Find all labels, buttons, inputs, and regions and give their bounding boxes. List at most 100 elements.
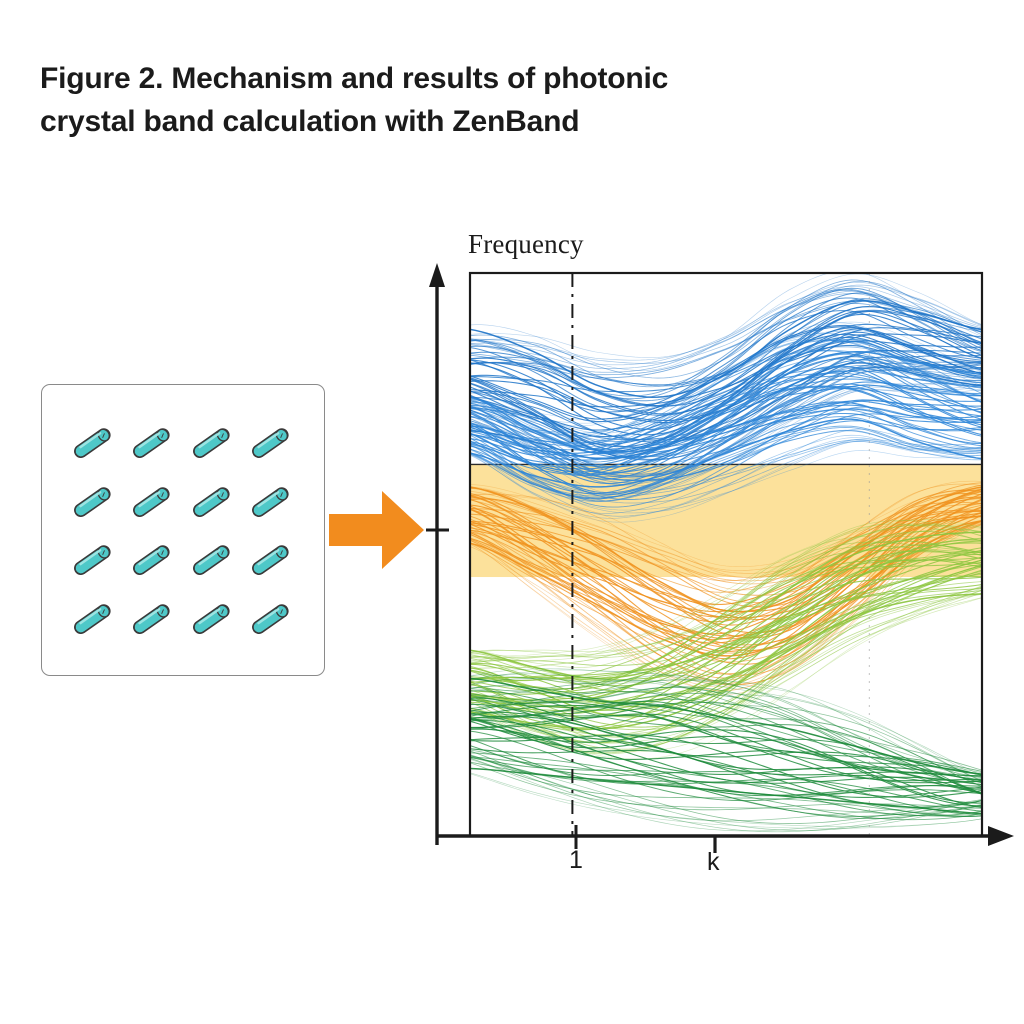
upper-bands-blue-lower-branch xyxy=(470,321,982,523)
band-curve xyxy=(470,383,982,494)
band-curve xyxy=(470,285,982,366)
band-envelope xyxy=(470,418,982,488)
band-curve xyxy=(470,339,982,438)
band-curve xyxy=(470,773,982,829)
band-curve xyxy=(470,322,982,434)
band-curve xyxy=(470,699,982,791)
band-curve xyxy=(470,273,982,358)
band-curve xyxy=(470,330,982,427)
band-curve xyxy=(470,525,982,662)
band-curve xyxy=(470,310,982,430)
band-curve xyxy=(470,668,982,778)
band-curve xyxy=(470,385,982,473)
band-curve xyxy=(470,310,982,413)
band-curve xyxy=(470,713,982,784)
crystal-rod-icon xyxy=(248,418,296,466)
band-curve xyxy=(470,754,982,822)
band-curve xyxy=(470,537,982,682)
band-curve xyxy=(470,413,982,481)
band-curve xyxy=(470,669,982,776)
band-curve xyxy=(470,701,982,776)
band-curve xyxy=(470,297,982,412)
band-curve xyxy=(470,480,982,579)
lower-bands-dark-green xyxy=(470,668,982,833)
band-curve xyxy=(470,545,982,682)
crystal-rod-icon xyxy=(189,535,237,583)
band-curve xyxy=(470,487,982,574)
photonic-band-structure-chart xyxy=(420,225,1020,895)
crystal-rod-icon xyxy=(129,477,177,525)
band-curve xyxy=(470,586,982,731)
band-curve xyxy=(470,366,982,447)
band-curve xyxy=(470,718,982,804)
band-curve xyxy=(470,488,982,578)
band-curve xyxy=(470,749,982,824)
band-envelope xyxy=(470,593,982,730)
band-curve xyxy=(470,523,982,658)
page-title-line-2: crystal band calculation with ZenBand xyxy=(40,104,580,138)
band-curve xyxy=(470,539,982,681)
page-title-line-1: Figure 2. Mechanism and results of photo… xyxy=(40,62,669,95)
photonic-crystal-lattice-panel xyxy=(41,384,325,676)
band-curve xyxy=(470,346,982,436)
band-curve xyxy=(470,359,982,459)
band-curve xyxy=(470,323,982,393)
crystal-rod-icon xyxy=(248,535,296,583)
band-curve xyxy=(470,680,982,771)
band-envelope xyxy=(470,531,982,680)
band-curve xyxy=(470,588,982,760)
band-curve xyxy=(470,674,982,782)
band-curve xyxy=(470,300,982,376)
crystal-rod-icon xyxy=(129,418,177,466)
band-curve xyxy=(470,541,982,679)
band-curve xyxy=(470,399,982,459)
band-curve xyxy=(470,441,982,523)
band-curve xyxy=(470,720,982,807)
band-curve xyxy=(470,570,982,731)
band-curve xyxy=(470,522,982,658)
band-curve xyxy=(470,378,982,451)
band-curve xyxy=(470,581,982,750)
band-curve xyxy=(470,719,982,786)
band-curve xyxy=(470,715,982,782)
band-curve xyxy=(470,339,982,442)
band-curve xyxy=(470,550,982,690)
band-curve xyxy=(470,745,982,815)
band-curve xyxy=(470,674,982,773)
crystal-rod-icon xyxy=(248,477,296,525)
band-curve xyxy=(470,590,982,737)
band-curve xyxy=(470,387,982,457)
band-curve xyxy=(470,490,982,585)
band-curve xyxy=(470,280,982,379)
band-curve xyxy=(470,757,982,831)
band-curve xyxy=(470,549,982,695)
band-curve xyxy=(470,686,982,778)
band-curve xyxy=(470,736,982,798)
band-envelope xyxy=(470,299,982,398)
band-curve xyxy=(470,281,982,361)
crystal-rod-icon xyxy=(70,594,118,642)
band-curve xyxy=(470,439,982,495)
y-axis-label: Frequency xyxy=(468,229,584,259)
band-curve xyxy=(470,483,982,591)
band-curve xyxy=(470,333,982,444)
crystal-rod-icon xyxy=(70,535,118,583)
lattice-rod-grid xyxy=(42,385,324,675)
band-curve xyxy=(470,330,982,424)
crystal-rod-icon xyxy=(129,535,177,583)
band-curve xyxy=(470,437,982,519)
band-curve xyxy=(470,530,982,666)
band-curve xyxy=(470,711,982,784)
lower-bands-light-green xyxy=(470,519,982,760)
band-curve xyxy=(470,493,982,626)
band-curve xyxy=(470,486,982,571)
band-curve xyxy=(470,528,982,670)
band-curve xyxy=(470,364,982,478)
band-curve xyxy=(470,576,982,718)
band-curve xyxy=(470,309,982,407)
band-curve xyxy=(470,493,982,621)
band-curve xyxy=(470,486,982,582)
crystal-rod-icon xyxy=(189,477,237,525)
band-curve xyxy=(470,344,982,431)
